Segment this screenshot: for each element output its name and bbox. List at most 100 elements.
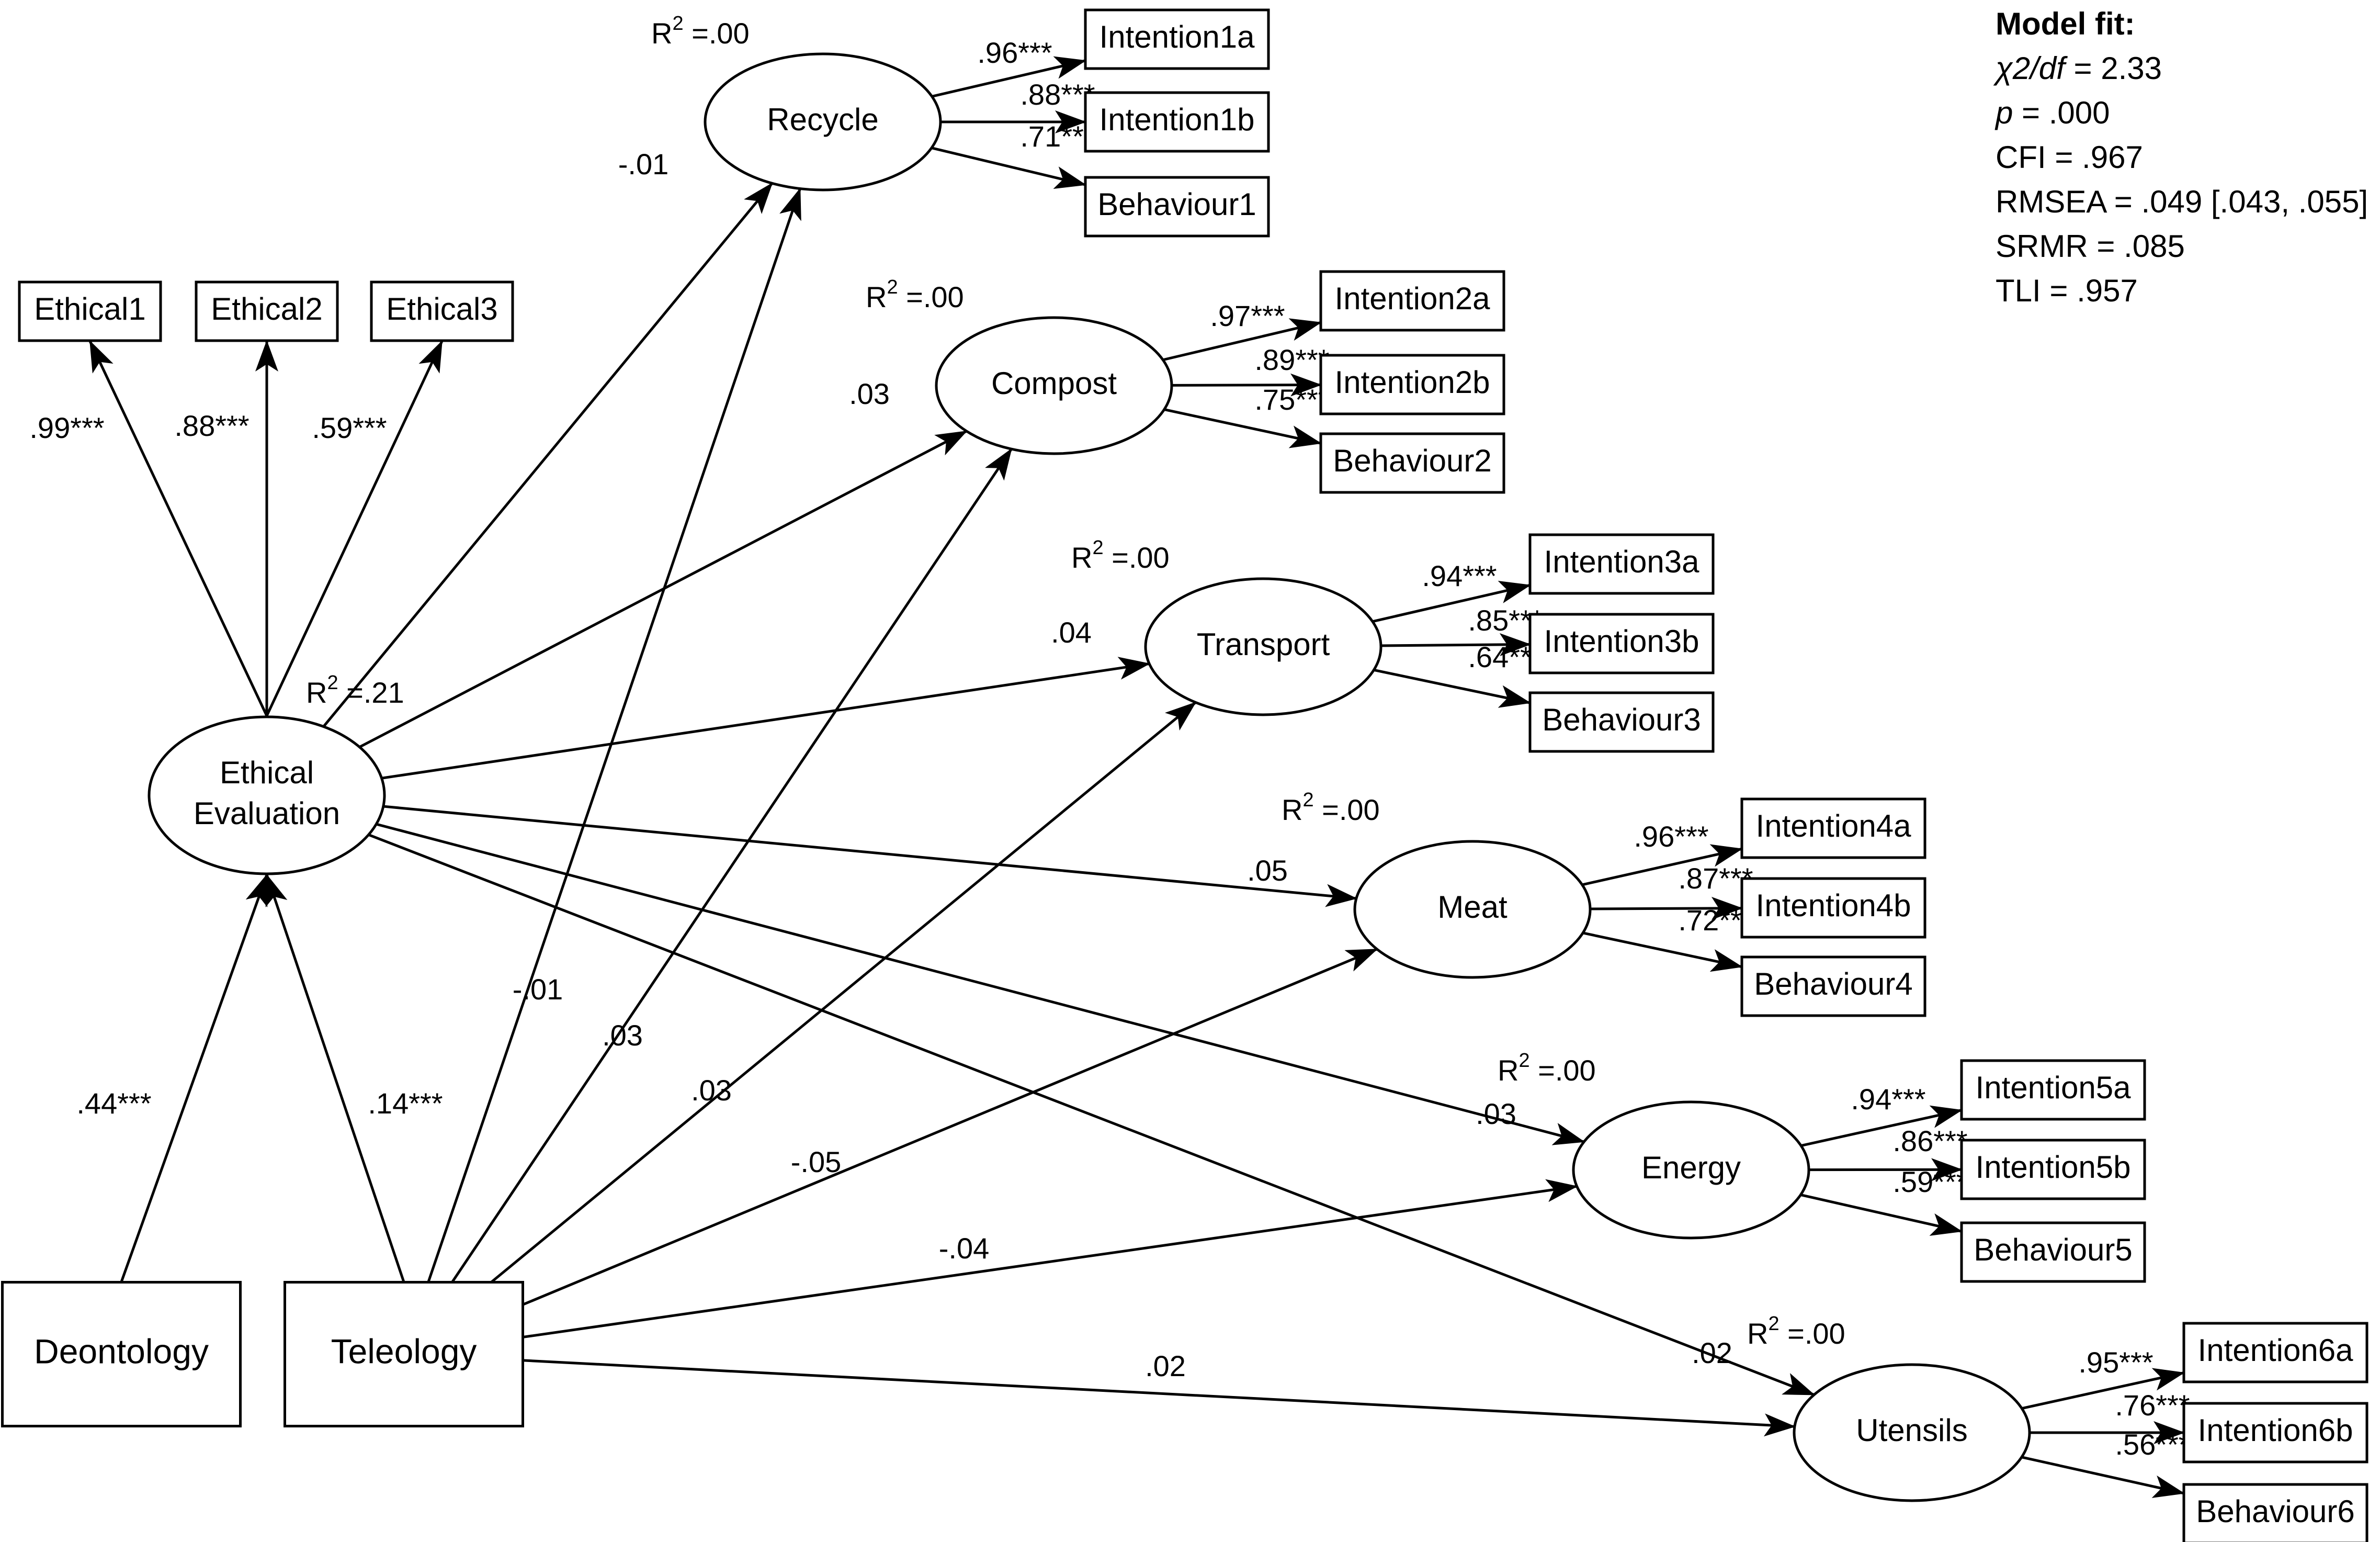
edge-recycle-to-beh1 (931, 147, 1086, 189)
edge-ethicaleval-to-utensils (368, 834, 1815, 1396)
edge-teleology-to-energy (523, 1179, 1578, 1338)
node-label-int5b: Intention5b (1976, 1150, 2131, 1185)
edge-label-ethicaleval-to-transport: .04 (1051, 616, 1092, 649)
node-label-recycle: Recycle (767, 102, 878, 137)
node-label-int6a: Intention6a (2198, 1333, 2354, 1368)
edge-teleology-to-transport (490, 701, 1197, 1284)
edge-label-ethicaleval-to-ethical2: .88*** (174, 409, 249, 442)
nodes-layer: RecycleCompostTransportMeatEnergyUtensil… (1, 8, 2368, 1542)
node-label-energy: Energy (1641, 1150, 1741, 1185)
edge-ethicaleval-to-ethical3 (265, 340, 444, 717)
node-shape-beh4 (1740, 955, 1926, 1017)
node-label-int5a: Intention5a (1976, 1070, 2132, 1105)
edge-energy-to-beh5 (1800, 1194, 1963, 1236)
node-ethical2: Ethical2 (195, 280, 339, 342)
model-fit-line: p = .000 (1994, 95, 2110, 130)
node-shape-ethicaleval (148, 715, 386, 875)
node-shape-beh3 (1528, 691, 1715, 753)
edge-label-teleology-to-meat: -.05 (791, 1145, 842, 1178)
edge-label-teleology-to-energy: -.04 (939, 1232, 990, 1265)
node-label-compost: Compost (991, 366, 1117, 401)
node-shape-ethical2 (195, 280, 339, 342)
node-label-int1a: Intention1a (1100, 19, 1255, 54)
edge-label-energy-to-int5b: .86*** (1892, 1124, 1967, 1157)
edge-label-teleology-to-compost: .03 (602, 1019, 643, 1052)
node-shape-meat (1353, 840, 1592, 979)
edge-label-utensils-to-int6a: .95*** (2078, 1346, 2153, 1379)
node-label-transport: Transport (1197, 627, 1330, 662)
node-int4a: Intention4a (1740, 797, 1926, 859)
node-int3a: Intention3a (1528, 533, 1715, 595)
edge-meat-to-beh4 (1582, 931, 1743, 972)
edge-label-ethicaleval-to-ethical3: .59*** (312, 411, 387, 444)
edge-label-compost-to-int2b: .89*** (1254, 343, 1329, 376)
node-shape-beh6 (2182, 1483, 2368, 1542)
edge-label-teleology-to-transport: .03 (691, 1074, 732, 1107)
node-ethical1: Ethical1 (18, 280, 162, 342)
node-shape-int2b (1319, 354, 1505, 415)
node-int4b: Intention4b (1740, 877, 1926, 939)
edge-label-teleology-to-ethicaleval: .14*** (368, 1087, 443, 1120)
node-shape-transport (1144, 577, 1382, 716)
node-label-int2b: Intention2b (1335, 365, 1490, 400)
node-shape-ethical3 (370, 280, 514, 342)
r-squared-energy: R2 =.00 (1498, 1050, 1596, 1087)
edge-teleology-to-utensils (523, 1359, 1796, 1437)
node-beh3: Behaviour3 (1528, 691, 1715, 753)
edge-label-utensils-to-int6b: .76*** (2115, 1389, 2190, 1422)
node-beh4: Behaviour4 (1740, 955, 1926, 1017)
edge-label-energy-to-beh5: .59*** (1892, 1165, 1967, 1198)
node-energy: Energy (1572, 1100, 1810, 1240)
node-transport: Transport (1144, 577, 1382, 716)
node-label-ethical1: Ethical1 (34, 291, 145, 327)
edge-meat-to-int4b (1590, 897, 1743, 920)
node-shape-deontology (1, 1281, 242, 1427)
edge-label-ethicaleval-to-meat: .05 (1247, 854, 1288, 887)
r-squared-utensils: R2 =.00 (1747, 1313, 1845, 1350)
edge-teleology-to-meat (522, 948, 1378, 1306)
model-fit-line: RMSEA = .049 [.043, .055] (1996, 184, 2368, 219)
edge-transport-to-int3a (1372, 580, 1531, 623)
node-beh5: Behaviour5 (1960, 1221, 2146, 1283)
node-shape-energy (1572, 1100, 1810, 1240)
node-int6a: Intention6a (2182, 1322, 2368, 1383)
node-shape-int1b (1084, 91, 1270, 153)
node-shape-int2a (1319, 270, 1505, 332)
edge-compost-to-beh2 (1164, 408, 1322, 448)
node-label-int6b: Intention6b (2198, 1413, 2353, 1448)
node-beh2: Behaviour2 (1319, 432, 1505, 494)
edge-label-utensils-to-beh6: .56*** (2115, 1428, 2190, 1461)
edge-label-ethicaleval-to-ethical1: .99*** (29, 411, 104, 444)
model-fit-line: χ2/df = 2.33 (1993, 51, 2162, 86)
r-squared-layer: R2 =.00 R2 =.00 R2 =.00 R2 =.00 R2 =.00 R2 =.… (306, 13, 1845, 1350)
node-beh1: Behaviour1 (1084, 176, 1270, 238)
node-shape-beh2 (1319, 432, 1505, 494)
node-shape-recycle (704, 52, 942, 192)
node-label-int4b: Intention4b (1756, 888, 1911, 923)
node-int1a: Intention1a (1084, 8, 1270, 70)
edge-label-recycle-to-int1a: .96*** (977, 36, 1052, 69)
edge-utensils-to-int6a (2021, 1368, 2185, 1410)
r-squared-transport: R2 =.00 (1071, 537, 1170, 574)
node-label-int4a: Intention4a (1756, 808, 1912, 843)
node-recycle: Recycle (704, 52, 942, 192)
edge-label-deontology-to-ethicaleval: .44*** (76, 1087, 151, 1120)
node-label-beh5: Behaviour5 (1974, 1232, 2133, 1267)
node-label-beh6: Behaviour6 (2196, 1494, 2355, 1529)
node-int2a: Intention2a (1319, 270, 1505, 332)
node-ethical3: Ethical3 (370, 280, 514, 342)
node-label-int2a: Intention2a (1335, 281, 1491, 316)
edge-label-energy-to-int5a: .94*** (1851, 1083, 1925, 1116)
edge-compost-to-int2a (1162, 318, 1322, 362)
node-label-beh2: Behaviour2 (1333, 443, 1492, 478)
edge-meat-to-int4a (1582, 844, 1743, 886)
r-squared-ethicaleval: R2 =.21 (306, 672, 404, 709)
node-shape-utensils (1793, 1363, 2031, 1502)
edge-compost-to-int2b (1171, 373, 1322, 397)
node-meat: Meat (1353, 840, 1592, 979)
r-squared-meat: R2 =.00 (1282, 789, 1380, 826)
r-squared-compost: R2 =.00 (866, 276, 964, 313)
node-shape-teleology (284, 1281, 524, 1427)
